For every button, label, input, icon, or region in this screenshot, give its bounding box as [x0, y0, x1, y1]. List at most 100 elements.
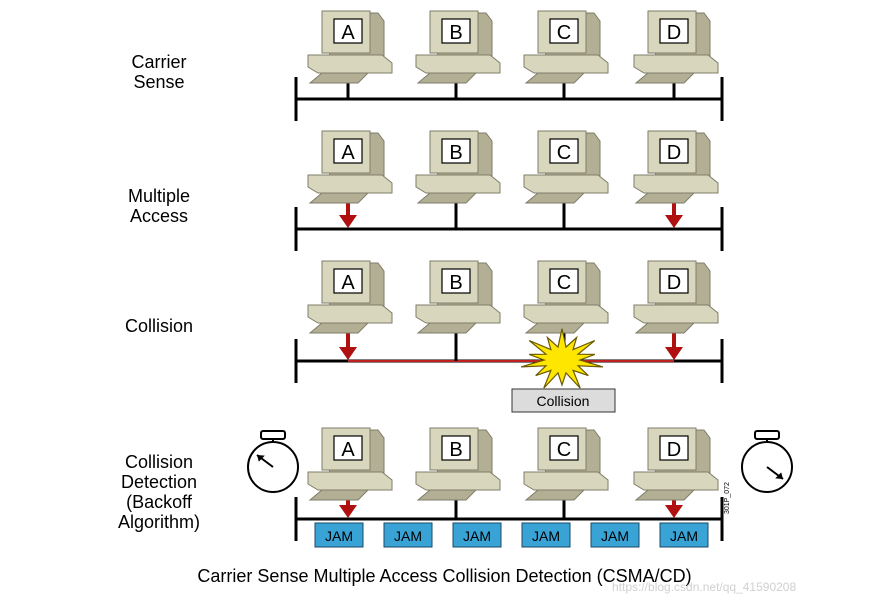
keyboard: [308, 192, 370, 204]
stopwatch-hand-tip: [257, 455, 265, 462]
computer-c: C: [523, 427, 609, 501]
system-unit: [523, 304, 609, 324]
station-letter: C: [557, 22, 571, 44]
jam-label: JAM: [325, 528, 353, 544]
monitor-screen: [333, 18, 363, 44]
jam-signal-box: [314, 522, 364, 548]
keyboard: [634, 72, 696, 84]
jam-label: JAM: [670, 528, 698, 544]
system-unit: [415, 54, 501, 74]
station-letter: B: [449, 142, 462, 164]
stopwatch-crown: [754, 430, 780, 440]
system-unit: [633, 174, 719, 194]
monitor-screen: [333, 435, 363, 461]
stopwatch-hand-tip: [775, 472, 783, 479]
monitor-screen: [549, 18, 579, 44]
collision-label: Collision: [537, 393, 590, 409]
monitor-screen: [659, 18, 689, 44]
monitor-screen: [659, 138, 689, 164]
computer-b: B: [415, 130, 501, 204]
station-letter: D: [667, 22, 681, 44]
system-unit: [307, 471, 393, 491]
computer-b: B: [415, 427, 501, 501]
station-letter: A: [341, 142, 355, 164]
jam-signal-box: [659, 522, 709, 548]
system-unit: [307, 54, 393, 74]
transmit-arrow-head: [665, 215, 683, 228]
system-unit: [523, 54, 609, 74]
transmit-arrow-head: [339, 505, 357, 518]
keyboard: [634, 322, 696, 334]
system-unit: [307, 304, 393, 324]
monitor-screen: [659, 268, 689, 294]
computer-c: C: [523, 130, 609, 204]
jam-label: JAM: [601, 528, 629, 544]
monitor-screen: [441, 18, 471, 44]
row-label-collision-detection: Collision Detection (Backoff Algorithm): [117, 452, 201, 532]
station-letter: D: [667, 142, 681, 164]
station-letter: C: [557, 272, 571, 294]
system-unit: [633, 471, 719, 491]
system-unit: [633, 54, 719, 74]
keyboard: [416, 322, 478, 334]
row-label-multiple-access: Multiple Access: [127, 186, 191, 226]
keyboard: [308, 322, 370, 334]
computer-c: C: [523, 260, 609, 334]
station-letter: C: [557, 142, 571, 164]
computer-d: D: [633, 427, 719, 501]
keyboard: [524, 322, 586, 334]
collision-burst: [520, 328, 604, 389]
jam-label: JAM: [463, 528, 491, 544]
stopwatch-crown: [260, 430, 286, 440]
monitor-screen: [549, 138, 579, 164]
keyboard: [524, 72, 586, 84]
jam-signal-box: [452, 522, 502, 548]
system-unit: [523, 174, 609, 194]
keyboard: [634, 489, 696, 501]
watermark: https://blog.csdn.net/qq_41590208: [612, 580, 797, 594]
system-unit: [307, 174, 393, 194]
transmit-arrow-head: [665, 347, 683, 360]
keyboard: [308, 489, 370, 501]
computer-a: A: [307, 10, 393, 84]
monitor-screen: [441, 435, 471, 461]
monitor-screen: [659, 435, 689, 461]
jam-signal-box: [521, 522, 571, 548]
monitor-screen: [333, 268, 363, 294]
station-letter: A: [341, 439, 355, 461]
figure-caption: Carrier Sense Multiple Access Collision …: [197, 566, 692, 586]
station-letter: B: [449, 439, 462, 461]
computer-c: C: [523, 10, 609, 84]
computer-d: D: [633, 10, 719, 84]
station-letter: A: [341, 272, 355, 294]
station-letter: A: [341, 22, 355, 44]
monitor-screen: [333, 138, 363, 164]
keyboard: [416, 72, 478, 84]
system-unit: [415, 174, 501, 194]
keyboard: [524, 192, 586, 204]
station-letter: D: [667, 272, 681, 294]
transmit-arrow-head: [665, 505, 683, 518]
keyboard: [416, 489, 478, 501]
computer-a: A: [307, 260, 393, 334]
keyboard: [524, 489, 586, 501]
computer-d: D: [633, 260, 719, 334]
computer-a: A: [307, 130, 393, 204]
station-letter: C: [557, 439, 571, 461]
system-unit: [415, 304, 501, 324]
transmit-arrow-head: [339, 347, 357, 360]
monitor-screen: [549, 435, 579, 461]
collision-label-box: [511, 388, 616, 413]
computer-b: B: [415, 260, 501, 334]
system-unit: [415, 471, 501, 491]
row-label-carrier-sense: Carrier Sense: [131, 52, 187, 92]
keyboard: [416, 192, 478, 204]
figure-code: 301P_072: [724, 482, 731, 514]
monitor-screen: [441, 138, 471, 164]
station-letter: B: [449, 22, 462, 44]
row-label-collision: Collision: [124, 316, 194, 336]
computer-b: B: [415, 10, 501, 84]
station-letter: D: [667, 439, 681, 461]
keyboard: [308, 72, 370, 84]
